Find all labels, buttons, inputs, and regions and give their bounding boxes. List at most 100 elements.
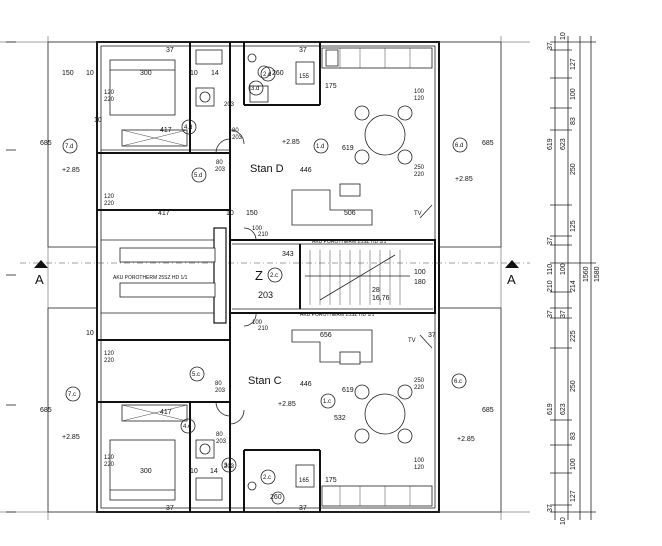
svg-text:37: 37 (299, 505, 307, 512)
svg-text:80: 80 (232, 128, 239, 134)
svg-text:165: 165 (299, 478, 310, 484)
svg-text:100: 100 (414, 89, 425, 95)
svg-text:619: 619 (342, 145, 354, 152)
svg-text:5.d: 5.d (194, 173, 202, 179)
svg-text:120: 120 (104, 351, 115, 357)
svg-text:100: 100 (570, 88, 577, 100)
svg-text:685: 685 (40, 407, 52, 414)
svg-text:220: 220 (104, 97, 115, 103)
left-ticks (6, 41, 16, 513)
stair-width: 203 (258, 290, 273, 300)
svg-text:417: 417 (160, 409, 172, 416)
svg-text:100: 100 (560, 263, 567, 275)
svg-text:100: 100 (252, 226, 263, 232)
svg-text:250: 250 (414, 165, 425, 171)
svg-text:80: 80 (216, 160, 223, 166)
svg-text:175: 175 (325, 477, 337, 484)
svg-text:10: 10 (190, 468, 198, 475)
svg-text:210: 210 (258, 232, 269, 238)
level-marks: +2.85 +2.85 +2.85 +2.85 +2.85 +2.85 (62, 139, 475, 443)
unit-label-c: Stan C (248, 375, 282, 387)
svg-text:127: 127 (570, 490, 577, 502)
svg-text:100: 100 (414, 458, 425, 464)
svg-text:3.c: 3.c (224, 463, 232, 469)
svg-text:10: 10 (226, 210, 234, 217)
room-tags: 1.d 2.d 3.d 4.d 5.d 6.d 7.d 1.c 2.c 3.c … (62, 66, 468, 485)
svg-text:155: 155 (299, 74, 310, 80)
svg-text:+2.85: +2.85 (62, 167, 80, 174)
wall-note-bottom: AKU POROTHERM 25SZ HD 1/1 (300, 312, 375, 318)
svg-text:220: 220 (414, 385, 425, 391)
svg-text:37: 37 (547, 237, 554, 245)
svg-text:10: 10 (86, 70, 94, 77)
svg-text:37: 37 (166, 47, 174, 54)
svg-text:446: 446 (300, 381, 312, 388)
svg-text:220: 220 (414, 172, 425, 178)
svg-text:1580: 1580 (594, 266, 601, 282)
svg-text:623: 623 (560, 138, 567, 150)
svg-text:80: 80 (215, 381, 222, 387)
wall-note-left: AKU POROTHERM 25SZ HD 1/1 (113, 275, 188, 281)
stair-label: Z (255, 268, 263, 283)
svg-text:120: 120 (104, 90, 115, 96)
svg-text:10: 10 (190, 70, 198, 77)
svg-text:203: 203 (215, 388, 226, 394)
svg-text:10: 10 (94, 117, 102, 124)
svg-text:210: 210 (547, 280, 554, 292)
dims-middle: 28 16,76 100 180 210 100 210 100 (252, 226, 426, 332)
dims-lower: 656 37 417 446 532 619 685 685 10 80 203… (40, 330, 494, 512)
svg-text:220: 220 (104, 462, 115, 468)
svg-text:125: 125 (570, 220, 577, 232)
svg-text:2.d: 2.d (263, 72, 271, 78)
svg-text:260: 260 (270, 494, 282, 501)
svg-text:+2.85: +2.85 (282, 139, 300, 146)
svg-text:37: 37 (547, 504, 554, 512)
svg-text:1560: 1560 (583, 266, 590, 282)
svg-text:685: 685 (482, 407, 494, 414)
svg-text:+2.85: +2.85 (62, 434, 80, 441)
svg-text:3.d: 3.d (251, 86, 259, 92)
svg-text:4.d: 4.d (184, 125, 192, 131)
svg-text:300: 300 (140, 70, 152, 77)
svg-text:1.d: 1.d (316, 144, 324, 150)
svg-text:150: 150 (62, 70, 74, 77)
dining-table-top (364, 114, 406, 156)
section-label-right: A (507, 272, 516, 287)
svg-text:417: 417 (158, 210, 170, 217)
svg-text:+2.85: +2.85 (455, 176, 473, 183)
svg-text:446: 446 (300, 167, 312, 174)
svg-text:5.c: 5.c (192, 372, 200, 378)
stair-tag: 2.c (270, 273, 278, 279)
svg-text:685: 685 (40, 140, 52, 147)
kitchen-counter-bottom (321, 485, 433, 507)
svg-text:250: 250 (414, 378, 425, 384)
svg-text:417: 417 (160, 127, 172, 134)
svg-text:619: 619 (547, 403, 554, 415)
svg-text:37: 37 (547, 42, 554, 50)
svg-text:83: 83 (570, 432, 577, 440)
svg-text:225: 225 (570, 330, 577, 342)
svg-text:10: 10 (560, 32, 567, 40)
svg-text:100: 100 (414, 269, 426, 276)
svg-text:127: 127 (570, 58, 577, 70)
svg-text:623: 623 (560, 403, 567, 415)
unit-label-d: Stan D (250, 163, 284, 175)
wall-note-top: AKU POROTHERM 25SZ HD 1/1 (312, 239, 387, 245)
svg-text:180: 180 (414, 279, 426, 286)
svg-text:120: 120 (414, 96, 425, 102)
svg-text:120: 120 (104, 455, 115, 461)
svg-text:37: 37 (547, 310, 554, 318)
svg-text:10: 10 (560, 517, 567, 525)
svg-text:37: 37 (428, 332, 436, 339)
svg-text:7.d: 7.d (65, 144, 73, 150)
svg-text:619: 619 (342, 387, 354, 394)
stair-treads (305, 250, 410, 305)
svg-text:685: 685 (482, 140, 494, 147)
svg-text:6.c: 6.c (454, 379, 462, 385)
svg-text:210: 210 (258, 326, 269, 332)
svg-text:16,76: 16,76 (372, 295, 390, 302)
svg-text:+2.85: +2.85 (278, 401, 296, 408)
stair-core (229, 239, 436, 314)
svg-text:343: 343 (282, 251, 294, 258)
